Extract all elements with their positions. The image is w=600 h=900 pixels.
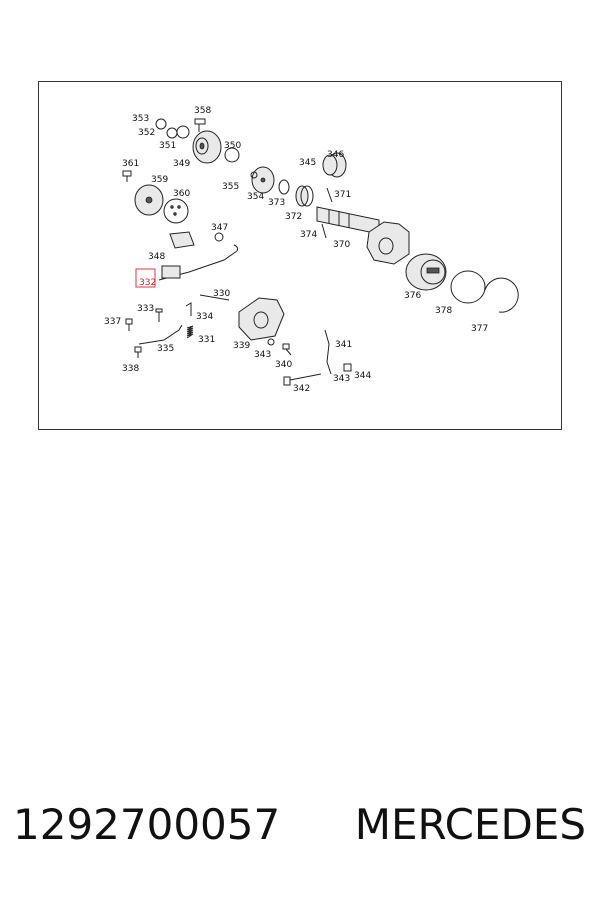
part-373-ring [278, 179, 290, 195]
part-348-bracket [169, 231, 195, 249]
part-372-sleeve [295, 185, 314, 207]
part-343-washer [267, 338, 275, 346]
label-340: 340 [275, 360, 292, 370]
label-341: 341 [335, 340, 352, 350]
part-333-screw [155, 308, 163, 322]
label-370: 370 [333, 240, 350, 250]
label-371: 371 [334, 190, 351, 200]
part-360-plate [163, 198, 189, 224]
part-351-ring [176, 125, 190, 139]
label-346: 346 [327, 150, 344, 160]
brand-name: MERCEDES [354, 800, 586, 849]
part-352-ring [166, 127, 178, 139]
label-358: 358 [194, 106, 211, 116]
label-343-b: 343 [333, 374, 350, 384]
label-377: 377 [471, 324, 488, 334]
label-335: 335 [157, 344, 174, 354]
label-359: 359 [151, 175, 168, 185]
part-355-ring [250, 171, 258, 179]
part-332-shift-lever [158, 244, 239, 281]
label-355: 355 [222, 182, 239, 192]
label-349: 349 [173, 159, 190, 169]
part-341-lever [324, 329, 332, 375]
label-344: 344 [354, 371, 371, 381]
label-348: 348 [148, 252, 165, 262]
label-330: 330 [213, 289, 230, 299]
label-374: 374 [300, 230, 317, 240]
label-351: 351 [159, 141, 176, 151]
label-360: 360 [173, 189, 190, 199]
part-347-bushing [214, 232, 224, 242]
part-339-housing [238, 297, 285, 341]
part-370-housing [366, 221, 410, 265]
label-345: 345 [299, 158, 316, 168]
part-344-nut [343, 363, 352, 372]
label-347: 347 [211, 223, 228, 233]
part-376-cover [405, 253, 447, 291]
label-332: 332 [139, 278, 156, 288]
part-377-circlip [484, 277, 519, 313]
label-334: 334 [196, 312, 213, 322]
label-333: 333 [137, 304, 154, 314]
part-335-lever [138, 324, 183, 345]
part-349-drum [192, 130, 222, 164]
label-339: 339 [233, 341, 250, 351]
label-361: 361 [122, 159, 139, 169]
part-338-screw [134, 346, 142, 358]
highlight-box-332 [135, 268, 156, 288]
part-371-pin [326, 187, 333, 203]
part-number: 1292700057 [13, 800, 281, 849]
part-334-clip [185, 302, 192, 316]
label-331: 331 [198, 335, 215, 345]
part-378-ring [450, 270, 486, 304]
label-352: 352 [138, 128, 155, 138]
label-337: 337 [104, 317, 121, 327]
part-358-bolt [194, 118, 206, 132]
label-372: 372 [285, 212, 302, 222]
label-378: 378 [435, 306, 452, 316]
label-338: 338 [122, 364, 139, 374]
part-337-screw [125, 318, 133, 331]
part-354-disc [251, 166, 275, 194]
part-330-rod [199, 294, 230, 301]
parts-diagram-frame: 353 358 352 351 350 349 346 345 361 359 … [38, 81, 562, 430]
part-370-shaft [316, 206, 380, 235]
part-345-gear [322, 152, 347, 178]
part-350-ring [224, 147, 240, 163]
label-343-a: 343 [254, 350, 271, 360]
exploded-parts-diagram: 353 358 352 351 350 349 346 345 361 359 … [104, 106, 519, 394]
part-374-pin [321, 223, 327, 239]
label-373: 373 [268, 198, 285, 208]
part-340-bolt [282, 343, 292, 356]
label-354: 354 [247, 192, 264, 202]
label-376: 376 [404, 291, 421, 301]
label-342: 342 [293, 384, 310, 394]
label-350: 350 [224, 141, 241, 151]
part-342-bolt [283, 373, 322, 386]
label-353: 353 [132, 114, 149, 124]
part-361-bolt [122, 170, 132, 182]
part-359-flange [134, 184, 164, 216]
part-331-spring [186, 325, 194, 339]
part-353-ring [155, 118, 167, 130]
